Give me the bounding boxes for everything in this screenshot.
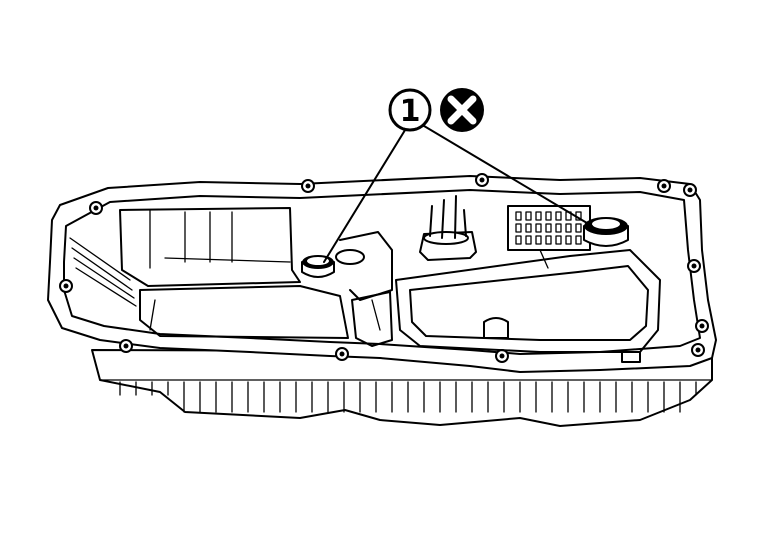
- callout-number-text: 1: [400, 94, 421, 129]
- screen-slot: [535, 223, 542, 233]
- bolt-hole: [695, 319, 709, 333]
- callout-leader-lines: [323, 119, 593, 263]
- screen-slot: [555, 211, 562, 221]
- bolt-hole: [335, 347, 349, 361]
- screen-slot: [545, 235, 552, 245]
- bolt-hole: [495, 349, 509, 363]
- replace-x-icon: [440, 88, 484, 132]
- screen-slot: [525, 211, 532, 221]
- right-oil-well: [395, 249, 661, 363]
- center-divider: [339, 231, 393, 347]
- screen-slot: [525, 223, 532, 233]
- screen-slot: [565, 223, 572, 233]
- callout-number-1: 1: [388, 88, 432, 132]
- harness-connector: [419, 195, 477, 261]
- bolt-hole: [89, 201, 103, 215]
- bolt-hole: [119, 339, 133, 353]
- bolt-hole: [475, 173, 489, 187]
- screen-slot: [555, 223, 562, 233]
- screen-slot: [535, 211, 542, 221]
- screen-slot: [545, 211, 552, 221]
- screen-slot: [565, 235, 572, 245]
- screen-slot: [515, 211, 522, 221]
- left-oil-well: [119, 207, 349, 339]
- bolt-hole: [59, 279, 73, 293]
- screen-slot: [575, 235, 582, 245]
- screen-slot: [575, 223, 582, 233]
- bolt-hole: [691, 343, 705, 357]
- drain-plug-left: [301, 249, 365, 278]
- screen-slot: [525, 235, 532, 245]
- oil-strainer-screen: [507, 205, 591, 251]
- left-stiffener-ribs: [69, 237, 137, 307]
- bolt-hole: [301, 179, 315, 193]
- drain-plug-right: [583, 217, 629, 247]
- screen-slot: [535, 235, 542, 245]
- bolt-hole: [683, 183, 697, 197]
- bolt-hole: [687, 259, 701, 273]
- flange-bolt-holes: [59, 173, 709, 363]
- bolt-hole: [657, 179, 671, 193]
- screen-slot: [515, 235, 522, 245]
- screen-slot: [515, 223, 522, 233]
- screen-slot: [555, 235, 562, 245]
- screen-slot: [545, 223, 552, 233]
